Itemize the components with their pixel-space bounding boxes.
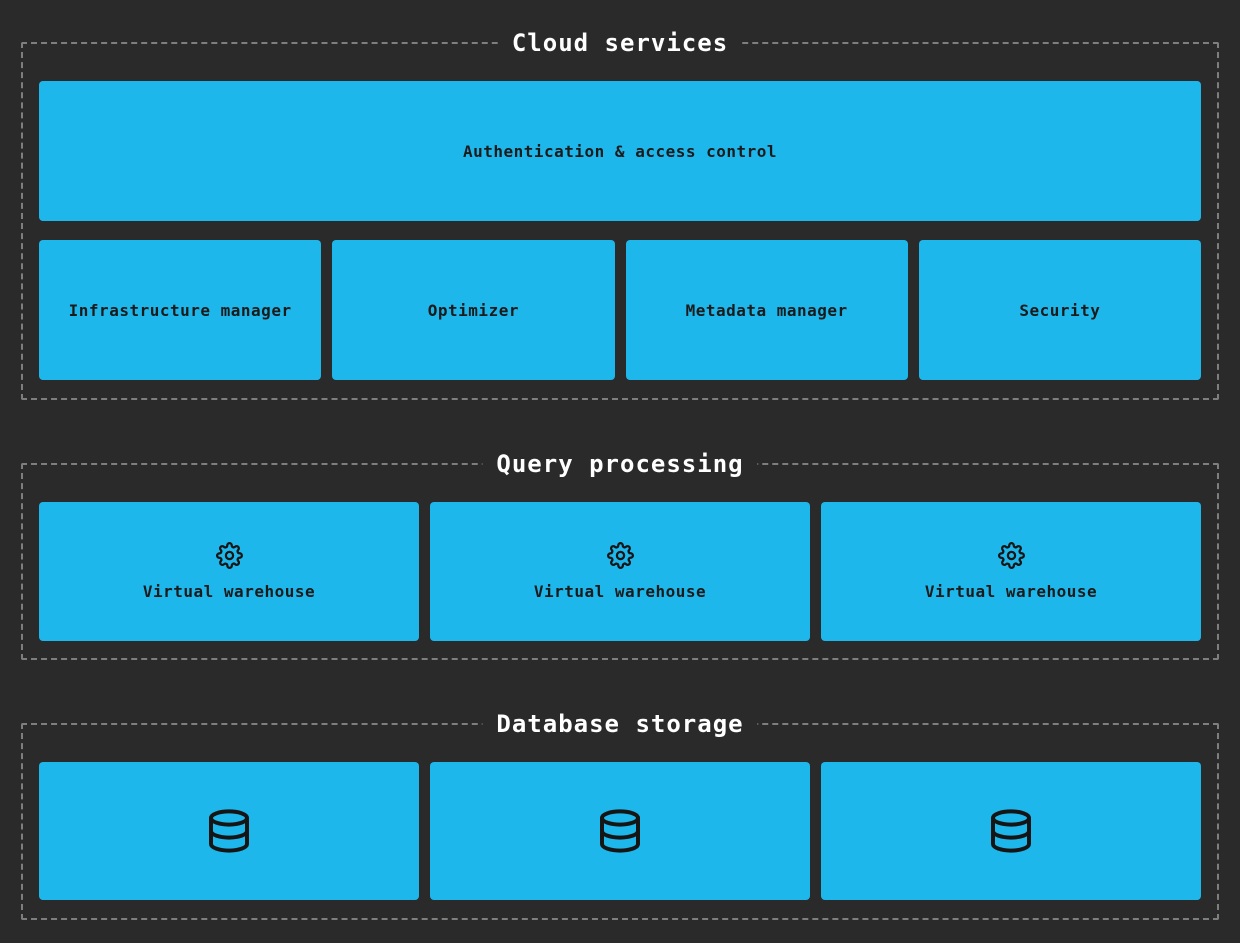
cloud-services-row-1: Authentication & access control xyxy=(39,81,1201,221)
database-icon xyxy=(205,804,253,858)
box-authentication-access-control: Authentication & access control xyxy=(39,81,1201,221)
gear-icon xyxy=(997,542,1025,569)
box-virtual-warehouse-3: Virtual warehouse xyxy=(821,502,1201,641)
box-virtual-warehouse-2: Virtual warehouse xyxy=(430,502,810,641)
box-security: Security xyxy=(918,240,1201,380)
box-label: Security xyxy=(1019,300,1101,320)
section-title-database-storage: Database storage xyxy=(482,706,758,742)
box-database-2 xyxy=(430,762,810,900)
box-virtual-warehouse-1: Virtual warehouse xyxy=(39,502,419,641)
database-icon xyxy=(987,804,1035,858)
section-query-processing: Query processing Virtual warehouse xyxy=(21,446,1219,660)
box-label: Authentication & access control xyxy=(462,141,778,161)
box-label: Optimizer xyxy=(427,300,519,320)
database-storage-row xyxy=(39,762,1201,900)
section-cloud-services: Cloud services Authentication & access c… xyxy=(21,25,1219,400)
box-label: Virtual warehouse xyxy=(142,582,316,601)
box-database-1 xyxy=(39,762,419,900)
box-label: Virtual warehouse xyxy=(924,582,1098,601)
section-title-query-processing: Query processing xyxy=(482,446,758,482)
cloud-services-row-2: Infrastructure manager Optimizer Metadat… xyxy=(39,240,1201,380)
box-infrastructure-manager: Infrastructure manager xyxy=(39,240,322,380)
section-database-storage: Database storage xyxy=(21,706,1219,920)
box-label: Infrastructure manager xyxy=(68,300,292,320)
gear-icon xyxy=(606,542,634,569)
box-label: Virtual warehouse xyxy=(533,582,707,601)
box-database-3 xyxy=(821,762,1201,900)
gear-icon xyxy=(215,542,243,569)
database-icon xyxy=(596,804,644,858)
section-title-cloud-services: Cloud services xyxy=(497,25,743,61)
box-optimizer: Optimizer xyxy=(332,240,615,380)
box-label: Metadata manager xyxy=(685,300,848,320)
box-metadata-manager: Metadata manager xyxy=(625,240,908,380)
query-processing-row: Virtual warehouse Virtual warehouse xyxy=(39,502,1201,641)
